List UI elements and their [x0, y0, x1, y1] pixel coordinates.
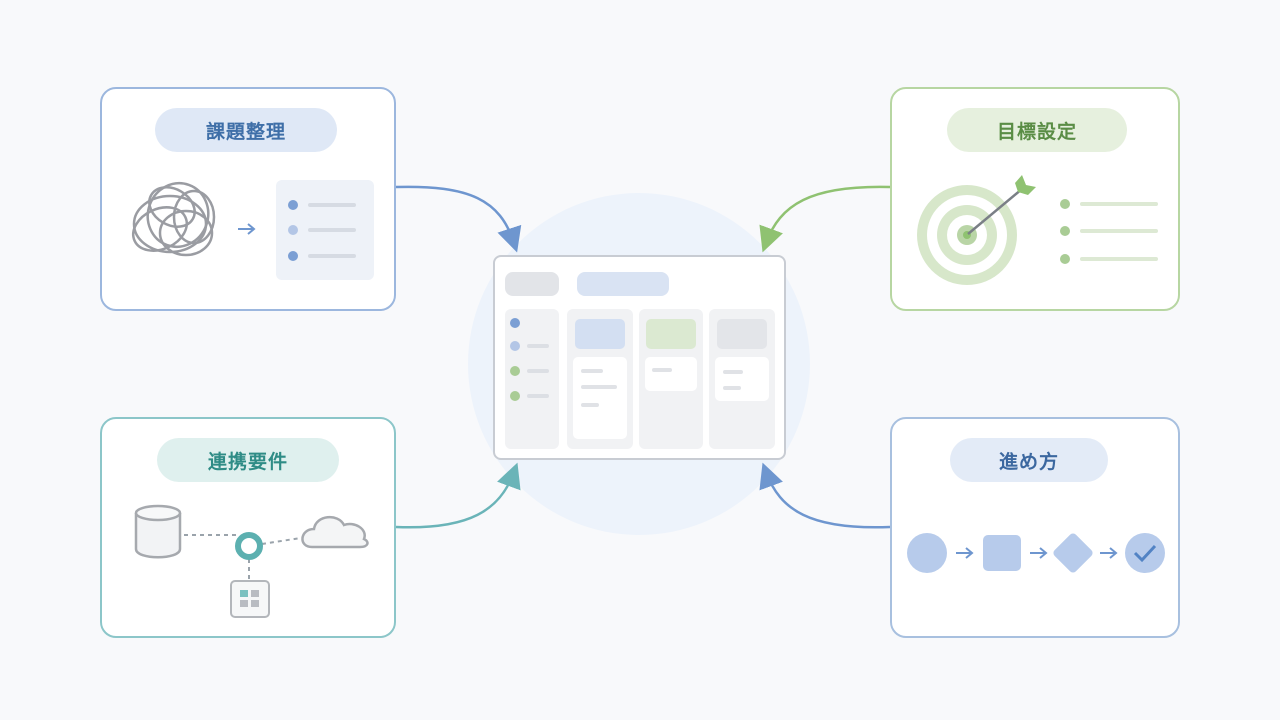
- dashboard-board-icon: [505, 272, 775, 449]
- step-diamond-icon: [1053, 533, 1093, 573]
- card-integration: 連携要件: [100, 417, 396, 638]
- process-flow-icon: [907, 533, 1165, 573]
- target-icon: [917, 175, 1036, 285]
- label-approach: 進め方: [950, 438, 1108, 482]
- arrow-approach-to-center: [759, 462, 891, 529]
- arrow-right-icon: [238, 223, 256, 235]
- integration-network-icon: [134, 504, 369, 618]
- label-issues: 課題整理: [155, 108, 337, 152]
- tangled-lines-icon: [132, 181, 216, 257]
- arrow-goals-to-center: [759, 185, 891, 253]
- arrow-issues-to-center: [395, 185, 522, 253]
- bullet-list-icon: [276, 180, 374, 280]
- step-circle-icon: [907, 533, 947, 573]
- goal-list-icon: [1060, 199, 1158, 264]
- step-check-icon: [1125, 533, 1165, 573]
- arrow-integration-to-center: [395, 462, 521, 529]
- hub-ring-icon: [235, 532, 263, 560]
- step-square-icon: [983, 535, 1021, 571]
- cloud-icon: [301, 516, 369, 549]
- app-grid-icon: [230, 580, 270, 618]
- card-goals: 目標設定: [890, 87, 1180, 311]
- card-issues: 課題整理: [100, 87, 396, 311]
- card-approach: 進め方: [890, 417, 1180, 638]
- database-icon: [134, 504, 182, 559]
- label-goals: 目標設定: [947, 108, 1127, 152]
- label-integration: 連携要件: [157, 438, 339, 482]
- center-dashboard: [493, 255, 786, 460]
